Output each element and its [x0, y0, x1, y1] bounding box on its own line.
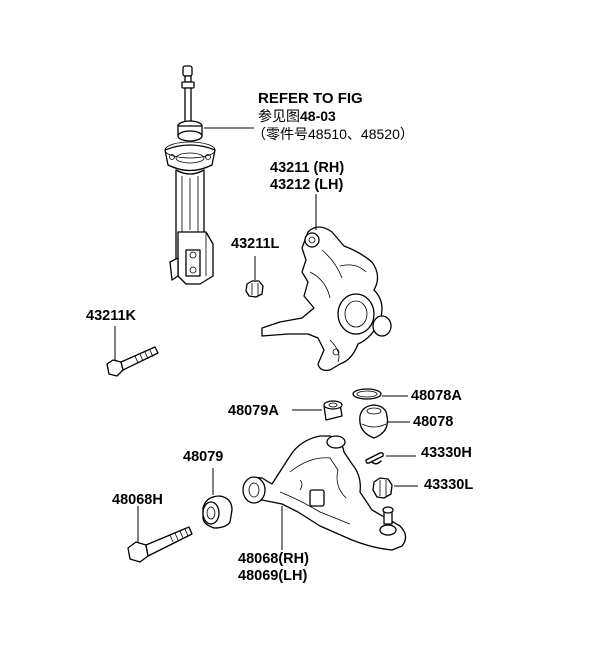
label-43330l: 43330L — [424, 477, 474, 493]
label-refer-to-fig: REFER TO FIG — [258, 90, 363, 107]
label-knuckle-rh: 43211 (RH) — [270, 160, 345, 176]
bolt-43211k[interactable] — [106, 346, 159, 377]
strut-assembly[interactable] — [164, 65, 216, 285]
label-refer-code: 48-03 — [300, 108, 336, 124]
label-43211l: 43211L — [231, 236, 280, 252]
label-43330h: 43330H — [421, 445, 472, 461]
label-refer-part-numbers: （零件号48510、48520） — [252, 126, 414, 142]
nut-43330l[interactable] — [372, 477, 393, 499]
label-refer-figure-cn: 参见图48-03 — [258, 108, 336, 125]
pin-43330h[interactable] — [365, 452, 384, 465]
label-43211k: 43211K — [86, 308, 136, 324]
label-arm-lh: 48069(LH) — [238, 568, 308, 584]
balljoint-48078[interactable] — [359, 404, 389, 439]
bolt-48068h[interactable] — [127, 526, 193, 563]
label-arm-rh: 48068(RH) — [238, 551, 309, 567]
label-48078a: 48078A — [411, 388, 462, 404]
bushing-48079[interactable] — [202, 495, 233, 529]
label-48079a: 48079A — [228, 403, 279, 419]
nut-43211l[interactable] — [245, 280, 264, 298]
label-48079: 48079 — [183, 449, 224, 465]
label-refer-prefix: 参见图 — [258, 108, 300, 124]
steering-knuckle[interactable] — [261, 226, 392, 372]
label-48078: 48078 — [413, 414, 454, 430]
label-knuckle-lh: 43212 (LH) — [270, 177, 344, 193]
lower-control-arm[interactable] — [242, 435, 407, 551]
bushing-48079a[interactable] — [323, 400, 343, 421]
label-48068h: 48068H — [112, 492, 163, 508]
oring-48078a[interactable] — [352, 388, 382, 400]
